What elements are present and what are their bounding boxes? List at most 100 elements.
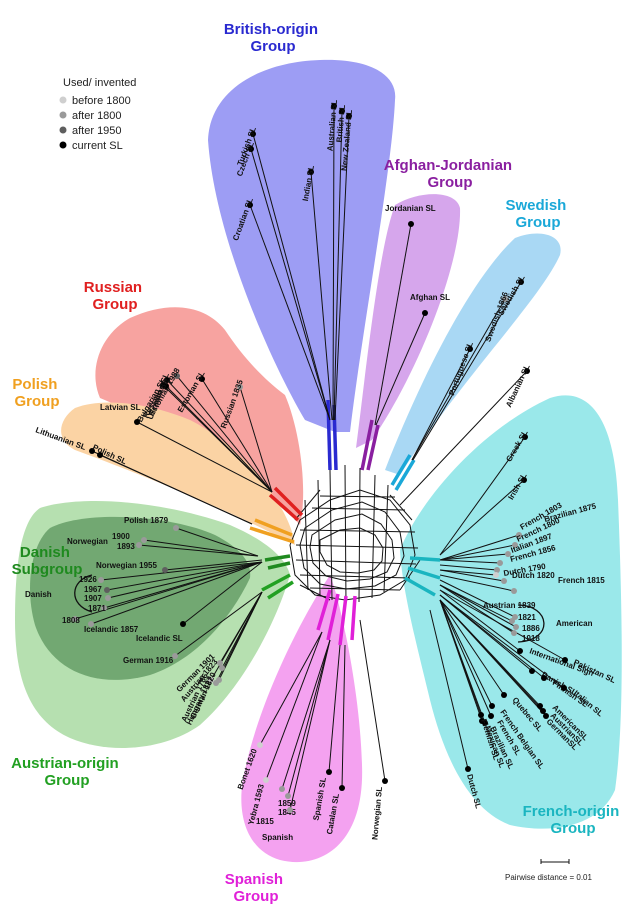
edge-belgian [439,599,493,707]
edge-newzealand [334,115,350,421]
leaf-marker-danishsl [529,668,535,674]
leaf-marker-quebec [501,692,507,698]
edge-frenchsl [439,599,492,717]
leaf-marker-spanish1845 [285,793,291,799]
leaf-label-danish1926: 1926 [79,575,97,584]
leaf-marker-indian [308,169,314,175]
tree-edges [74,105,566,811]
edge-austrian1839 [439,579,516,618]
edge-russian1835 [239,386,273,493]
leaf-marker-newzealand [346,113,352,119]
edge-norwegian1955 [164,559,263,571]
leaf-marker-ukrainian [164,377,170,383]
legend-title: Used/ invented [63,77,136,89]
danish-bracket [74,574,93,613]
edge-french1815 [439,574,515,592]
leaf-label-french1815: French 1815 [558,576,605,585]
bracket-curves [74,574,545,643]
leaf-label-norwegian1893: 1893 [117,542,135,551]
edge-quebec [439,599,505,696]
edge-icelandic1857 [90,561,263,625]
leaf-marker-swedish [518,279,524,285]
edge-french1803 [439,534,520,561]
edge-jordanian [374,223,412,426]
leaf-marker-latvian [134,419,140,425]
austrian-group-title: Austrian-origin Group [11,755,123,789]
edge-am1886 [439,584,517,628]
leaf-marker-yebra1593 [263,777,269,783]
leaf-marker-russian [163,383,169,389]
russian-stem [268,486,304,522]
edge-dutch [429,609,469,770]
leaf-marker-austrian1786 [208,677,214,683]
leaf-marker-polish1879 [173,525,179,531]
edge-norwegian1893 [138,544,259,557]
leaf-marker-spanishsl [326,769,332,775]
spanish-stem [316,589,357,646]
leaf-label-danish1907: 1907 [84,594,102,603]
danish-subgroup-region [30,516,251,680]
leaf-label-jordanian: Jordanian SL [385,204,436,213]
group-backgrounds [15,59,622,863]
leaf-marker-italian [561,685,567,691]
french-stem [404,556,441,597]
leaf-marker-greek [522,434,528,440]
leaf-label-latvian: Latvian SL [100,403,141,412]
leaf-marker-brazilian1875 [497,560,503,566]
edge-turkish [252,133,331,421]
leaf-marker-norwegian1893 [136,542,142,548]
edge-albanian [399,370,528,506]
polish-group-region [61,402,296,545]
leaf-label-danish1808: 1808 [62,616,80,625]
leaf-label-norwegian1955: Norwegian 1955 [96,561,157,570]
edge-brazilian1875 [439,559,501,564]
leaf-marker-dutch [465,766,471,772]
leaf-marker-am1886 [513,624,519,630]
leaf-marker-french1800 [512,542,518,548]
legend-marker-before-1800 [59,96,67,104]
leaf-label-spanish1859: 1859 [278,799,296,808]
leaf-marker-dutch1820 [501,578,507,584]
leaf-marker-french1803 [516,532,522,538]
leaf-label-british: British SL [335,104,347,143]
leaf-marker-estonian [199,376,205,382]
leaf-label-am1821: 1821 [518,613,536,622]
leaf-marker-french1856 [494,567,500,573]
edge-australian [332,105,335,421]
british-group-region [208,59,396,433]
edge-italian [439,594,565,689]
leaf-marker-international [517,648,523,654]
leaf-marker-americansl [537,703,543,709]
french-group-title: French-origin Group [523,803,624,837]
leaf-marker-am1821 [509,618,515,624]
edge-estonian1988 [176,375,273,493]
american-bracket [517,604,545,643]
leaf-marker-germansl [543,713,549,719]
leaf-marker-mexican [479,718,485,724]
afghan-stem [360,419,380,471]
legend-marker-after-1950 [59,126,67,134]
russian-group-title: Russian Group [84,279,147,313]
leaf-marker-frenchsl [488,713,494,719]
british-group-title: British-origin Group [224,21,322,55]
leaf-label-afghan: Afghan SL [410,293,450,302]
leaf-label-polish1879: Polish 1879 [124,516,169,525]
edge-flemish [439,599,482,716]
leaf-marker-swedish1866 [502,296,508,302]
danish-subgroup-title: Danish Subgroup [12,544,83,578]
edge-russian [165,385,273,493]
leaf-marker-german1901 [217,660,223,666]
edge-bonet1620 [259,631,323,746]
leaf-label-australian: Australian SL [326,99,339,151]
leaf-marker-danish1967 [104,587,110,593]
leaf-label-am1918: 1918 [522,634,540,643]
edge-dutch1790 [439,569,497,576]
edge-norwegian [359,619,386,782]
leaf-marker-catalan [339,785,345,791]
polish-stem [249,518,295,544]
leaf-label-am1886: 1886 [522,624,540,633]
leaf-label-icelandic: Icelandic SL [136,634,183,643]
edge-danish1907 [107,561,263,599]
leaf-marker-danish1926 [98,577,104,583]
scale-bar: Pairwise distance = 0.01 [505,859,592,882]
